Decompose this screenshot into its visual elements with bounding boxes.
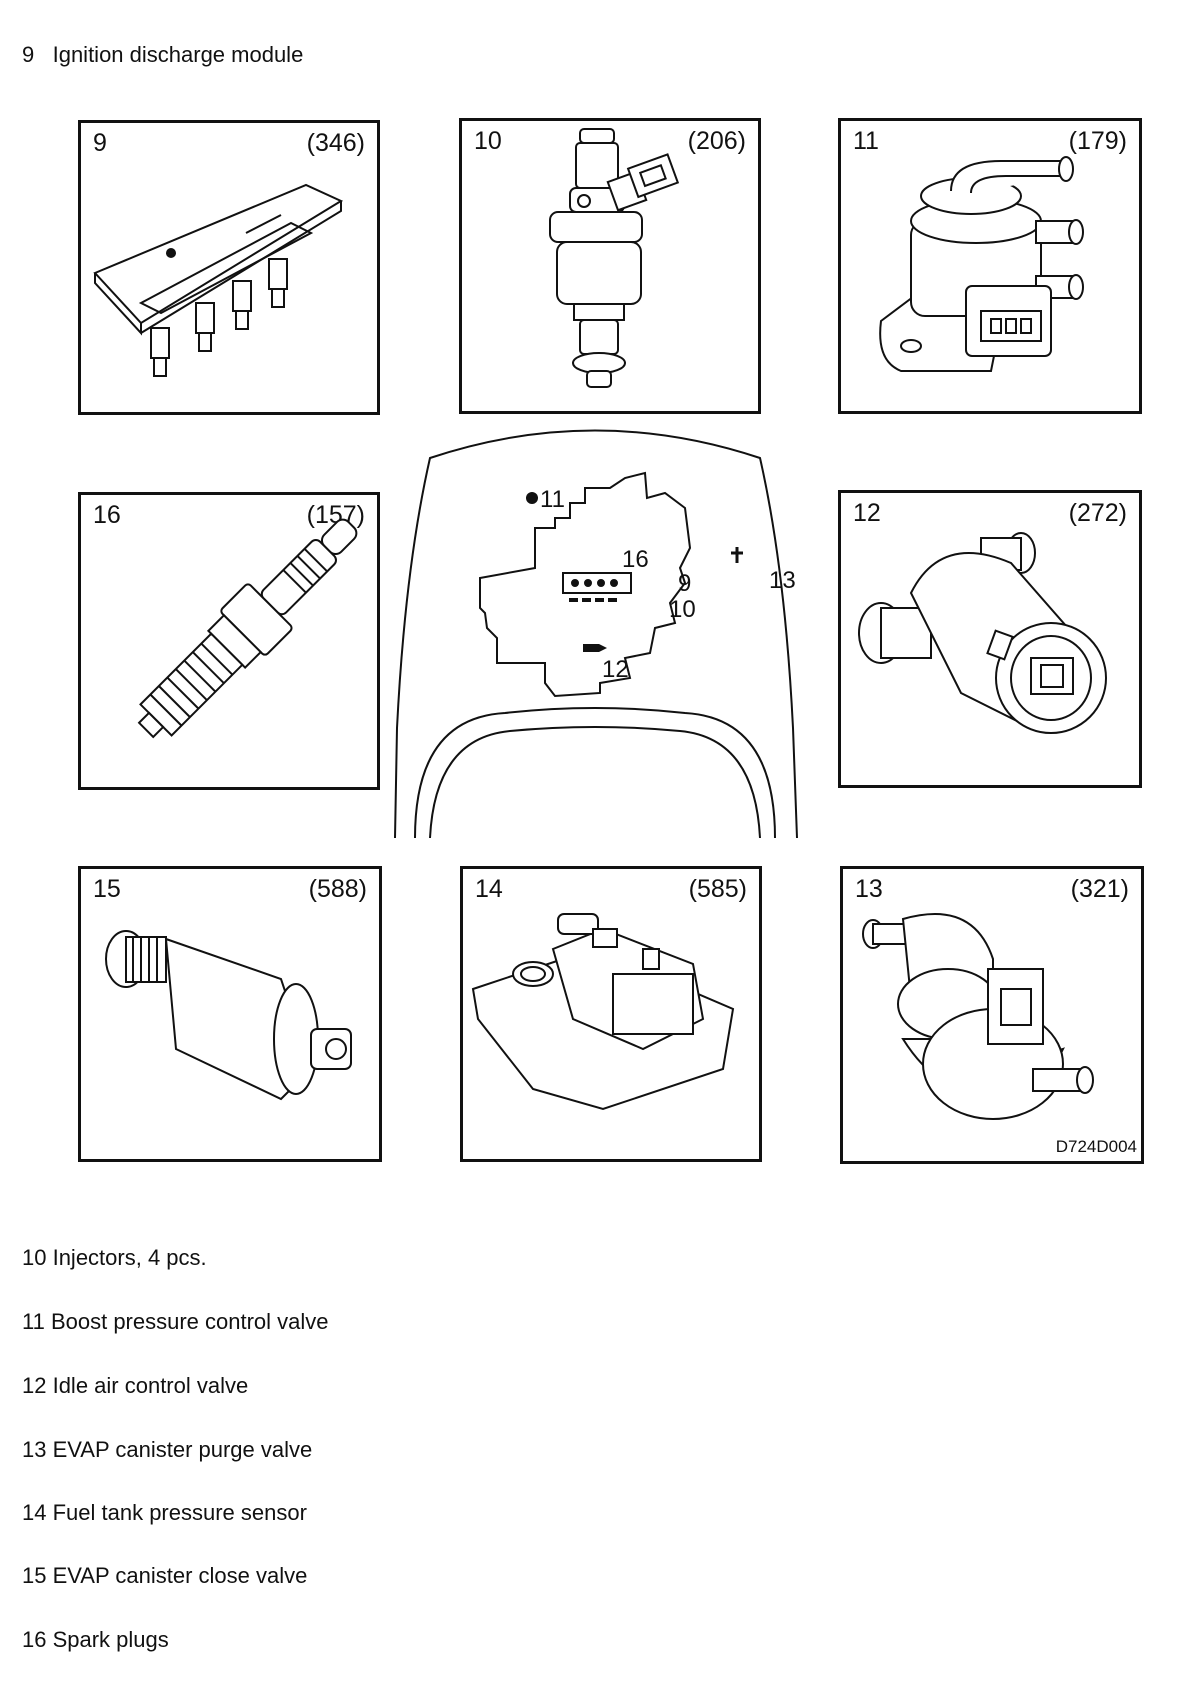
legend-item: 13 EVAP canister purge valve [22,1437,313,1462]
panel-part-code: (588) [308,875,367,903]
panel-evap-purge-valve: 13 (321) D724D004 [840,866,1144,1164]
heading-number: 9 [22,42,35,67]
panel-part-code: (179) [1068,127,1127,155]
panel-ignition-module: 9 (346) [78,120,380,415]
evap-purge-valve-illustration [843,869,1141,1161]
panel-fuel-tank-sensor: 14 (585) [460,866,762,1162]
panel-part-code: (585) [688,875,747,903]
boost-valve-illustration [841,121,1139,411]
panel-evap-close-valve: 15 (588) [78,866,382,1162]
legend-item: 11 Boost pressure control valve [22,1309,329,1334]
evap-close-valve-illustration [81,869,379,1159]
idle-air-valve-illustration [841,493,1139,785]
engine-bay-diagram [385,418,815,853]
spark-plug-illustration [81,495,377,787]
panel-part-code: (346) [306,129,365,157]
panel-number: 10 [474,127,502,155]
heading-line: 9 Ignition discharge module [22,42,303,68]
panel-number: 9 [93,129,107,157]
legend-item: 16 Spark plugs [22,1627,169,1652]
figure-code: D724D004 [1055,1137,1137,1156]
diagram-label-9: 9 [678,570,692,597]
panel-number: 12 [853,499,881,527]
diagram-label-13: 13 [769,567,796,594]
panel-part-code: (272) [1068,499,1127,527]
diagram-label-10: 10 [669,596,696,623]
injector-illustration [462,121,758,411]
legend-item: 12 Idle air control valve [22,1373,249,1398]
panel-number: 11 [853,127,879,155]
panel-part-code: (321) [1070,875,1129,903]
ignition-module-illustration [81,123,377,412]
panel-idle-air-valve: 12 (272) [838,490,1142,788]
diagram-label-11: 11 [540,486,565,513]
panel-boost-valve: 11 (179) [838,118,1142,414]
panel-number: 16 [93,501,121,529]
panel-part-code: (206) [687,127,746,155]
diagram-label-12: 12 [602,656,629,683]
legend-item: 10 Injectors, 4 pcs. [22,1245,207,1270]
heading-text: Ignition discharge module [52,42,304,67]
legend-item: 15 EVAP canister close valve [22,1563,308,1588]
panel-number: 13 [855,875,883,903]
fuel-tank-sensor-illustration [463,869,759,1159]
panel-spark-plug: 16 (157) [78,492,380,790]
legend-item: 14 Fuel tank pressure sensor [22,1500,307,1525]
panel-number: 14 [475,875,503,903]
panel-number: 15 [93,875,121,903]
panel-injector: 10 (206) [459,118,761,414]
diagram-label-16: 16 [622,546,649,573]
